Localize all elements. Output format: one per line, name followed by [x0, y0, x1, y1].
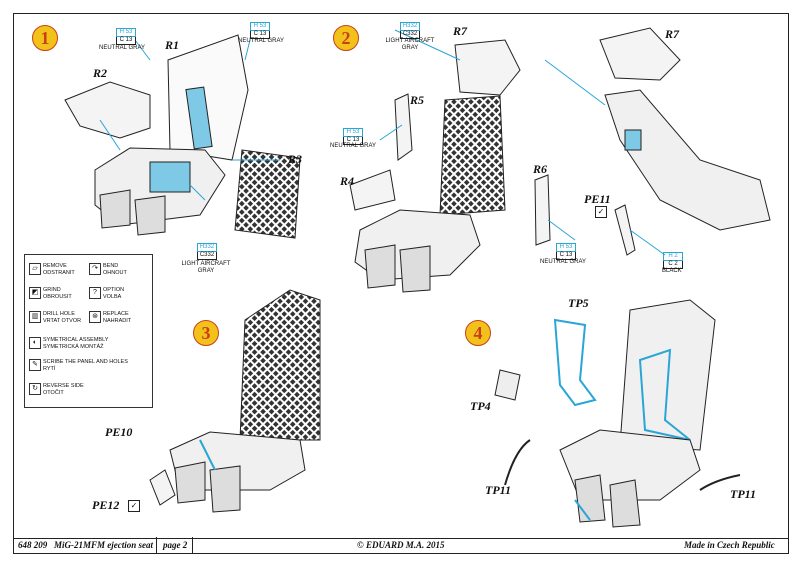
- part-label-pe10: PE10: [105, 425, 133, 439]
- instruction-sheet-frame: [13, 13, 789, 539]
- copyright: © EDUARD M.A. 2015: [357, 540, 445, 550]
- color-name: NEUTRAL GRAY: [540, 259, 587, 265]
- step1-drawing: [64, 34, 301, 239]
- part-label-r3: R3: [288, 152, 303, 166]
- part-label-r7-detail: R7: [665, 27, 680, 41]
- part-label-tp5: TP5: [568, 296, 589, 310]
- part-label-tp4: TP4: [470, 399, 491, 413]
- part-label-r5: R5: [410, 93, 425, 107]
- option-icon: ?: [89, 287, 101, 299]
- origin: Made in Czech Republic: [684, 540, 775, 550]
- color-name: NEUTRAL GRAY: [238, 38, 285, 44]
- color-name: NEUTRAL GRAY: [99, 45, 146, 51]
- color-name: LIGHT AIRCRAFT GRAY: [181, 261, 231, 274]
- part-label-r1: R1: [165, 38, 180, 52]
- step-3-marker: 3: [193, 320, 219, 346]
- part-label-r6: R6: [533, 162, 548, 176]
- kit-code: 648 209: [18, 540, 48, 550]
- part-label-pe12: PE12: [92, 498, 120, 512]
- scribe-icon: ✎: [29, 359, 41, 371]
- step4-drawing: [494, 299, 741, 528]
- seat-detail-drawing: [544, 27, 771, 256]
- page-number: page 2: [163, 540, 188, 550]
- remove-icon: ▱: [29, 263, 41, 275]
- step-1-marker: 1: [32, 25, 58, 51]
- footer-bar: 648 209 MiG-21MFM ejection seat page 2 ©…: [13, 537, 789, 554]
- part-label-r7: R7: [453, 24, 468, 38]
- bend-icon: ✓: [128, 500, 140, 512]
- assembly-drawings: [64, 27, 771, 528]
- color-name: BLACK: [662, 268, 682, 274]
- part-label-r4: R4: [340, 174, 355, 188]
- step-2-marker: 2: [333, 25, 359, 51]
- part-label-tp11-left: TP11: [485, 483, 511, 497]
- replace-icon: ⊛: [89, 311, 101, 323]
- bend-icon: ↷: [89, 263, 101, 275]
- step3-drawing: [149, 289, 321, 513]
- drill-icon: ▥: [29, 311, 41, 323]
- symmetrical-icon: ◐: [29, 337, 41, 349]
- color-name: NEUTRAL GRAY: [330, 143, 377, 149]
- bend-icon: ✓: [595, 206, 607, 218]
- reverse-icon: ↻: [29, 383, 41, 395]
- grind-icon: ◩: [29, 287, 41, 299]
- part-label-pe11: PE11: [584, 192, 611, 206]
- part-label-r2: R2: [93, 66, 108, 80]
- step-4-marker: 4: [465, 320, 491, 346]
- part-label-tp11-right: TP11: [730, 487, 756, 501]
- step2-drawing: [349, 29, 576, 293]
- kit-title: MiG-21MFM ejection seat: [54, 540, 153, 550]
- color-name: LIGHT AIRCRAFT GRAY: [385, 38, 435, 51]
